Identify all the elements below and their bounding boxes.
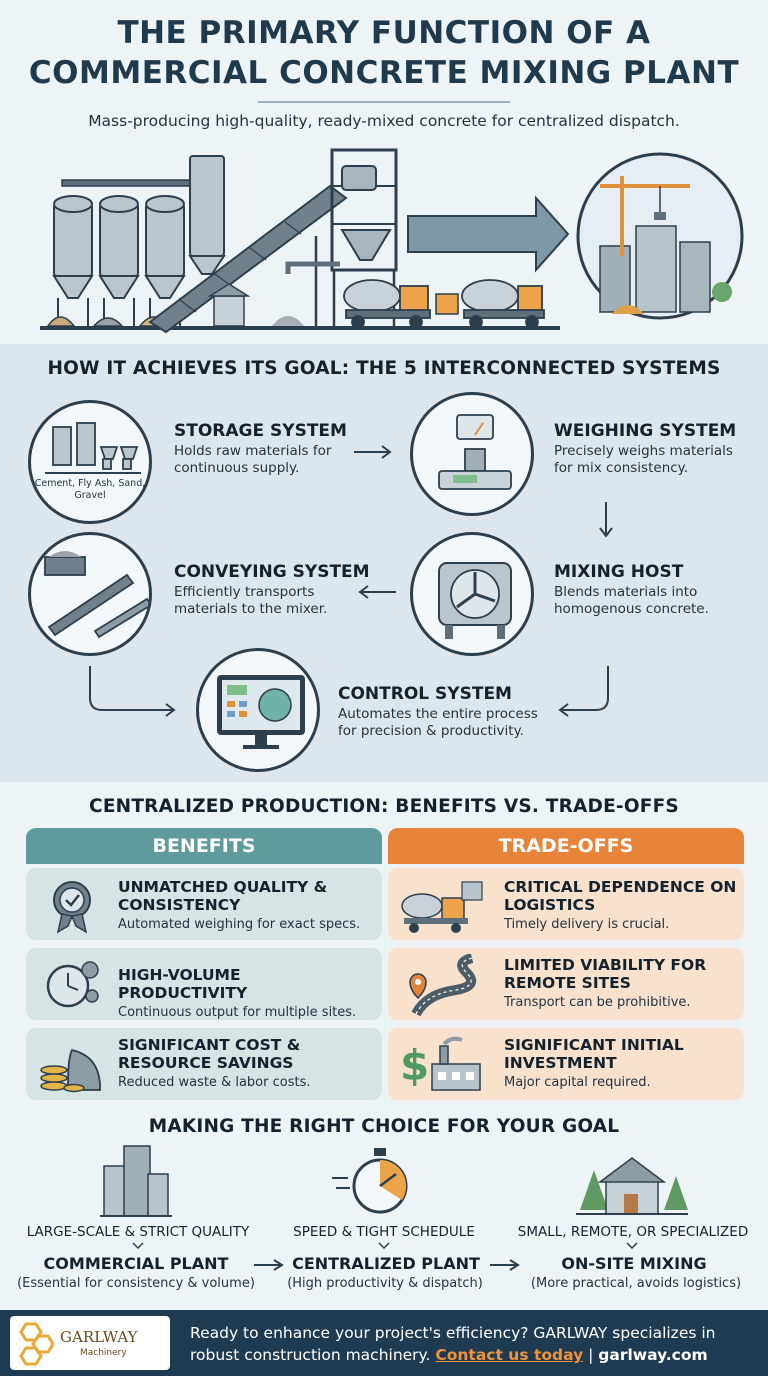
connector-arrow-icon	[89, 666, 176, 717]
skyscraper-icon	[100, 1145, 172, 1217]
benefit-desc: Automated weighing for exact specs.	[118, 917, 361, 932]
benefit-card: SIGNIFICANT COST & RESOURCE SAVINGS Redu…	[26, 1028, 382, 1100]
tradeoff-card: $ SIGNIFICANT INITIAL INVESTMENT Major c…	[388, 1028, 744, 1100]
mixing-host-desc: Blends materials into homogenous concret…	[554, 584, 709, 617]
storage-system-title: STORAGE SYSTEM	[174, 421, 347, 441]
tradeoff-title: LIMITED VIABILITY FOR REMOTE SITES	[504, 956, 707, 992]
monitor-icon	[217, 675, 305, 749]
tradeoff-desc: Major capital required.	[504, 1075, 651, 1090]
footer-separator: |	[583, 1346, 599, 1364]
choice-title: ON-SITE MIXING	[561, 1254, 707, 1273]
comparison-heading: CENTRALIZED PRODUCTION: BENEFITS VS. TRA…	[89, 796, 679, 817]
website-link[interactable]: garlway.com	[598, 1346, 708, 1364]
mixer-truck-icon	[343, 279, 431, 329]
choice-title: CENTRALIZED PLANT	[292, 1254, 480, 1273]
choice-subtitle: (High productivity & dispatch)	[287, 1276, 483, 1291]
chevron-down-icon	[378, 1242, 390, 1250]
chevron-down-icon	[132, 1242, 144, 1250]
benefits-header: BENEFITS	[26, 828, 382, 864]
benefit-title: UNMATCHED QUALITY & CONSISTENCY	[118, 878, 328, 914]
weighing-system-circle	[410, 392, 534, 516]
arrow-left-icon	[358, 585, 396, 599]
rural-house-icon	[576, 1157, 688, 1215]
benefit-title: HIGH-VOLUME PRODUCTIVITY	[118, 966, 248, 1002]
storage-system-circle	[28, 400, 152, 524]
choice-subtitle: (Essential for consistency & volume)	[17, 1276, 255, 1291]
footer: GARLWAY Machinery Ready to enhance your …	[0, 1310, 768, 1376]
arrow-right-icon	[254, 1259, 284, 1271]
arrow-down-icon	[599, 502, 613, 538]
brand-name: GARLWAY	[60, 1328, 138, 1346]
tradeoff-card: CRITICAL DEPENDENCE ON LOGISTICS Timely …	[388, 868, 744, 940]
hexagon-logo-icon	[19, 1322, 54, 1366]
page-subtitle: Mass-producing high-quality, ready-mixed…	[88, 112, 680, 130]
tradeoff-card: LIMITED VIABILITY FOR REMOTE SITES Trans…	[388, 948, 744, 1020]
benefit-title: SIGNIFICANT COST & RESOURCE SAVINGS	[118, 1036, 301, 1072]
weighing-system-title: WEIGHING SYSTEM	[554, 421, 737, 441]
plant-illustration	[40, 148, 744, 334]
page-title-line2: COMMERCIAL CONCRETE MIXING PLANT	[28, 55, 740, 91]
tradeoff-desc: Transport can be prohibitive.	[504, 995, 691, 1010]
choice-label: LARGE-SCALE & STRICT QUALITY	[26, 1224, 250, 1240]
control-system-desc: Automates the entire process for precisi…	[338, 706, 538, 739]
mixing-host-circle	[410, 532, 534, 656]
quality-badge-icon	[53, 881, 91, 934]
benefit-card: UNMATCHED QUALITY & CONSISTENCY Automate…	[26, 868, 382, 940]
connector-arrow-icon	[558, 666, 609, 717]
choice-title: COMMERCIAL PLANT	[43, 1254, 229, 1273]
stopwatch-icon	[332, 1148, 408, 1214]
brand-subname: Machinery	[80, 1348, 127, 1358]
footer-message: Ready to enhance your project's efficien…	[190, 1324, 716, 1364]
weighing-system-desc: Precisely weighs materials for mix consi…	[554, 443, 733, 476]
conveying-system-title: CONVEYING SYSTEM	[174, 562, 370, 582]
benefit-card: HIGH-VOLUME PRODUCTIVITY Continuous outp…	[26, 948, 382, 1020]
conveyor-icon	[44, 551, 149, 639]
truck-icon	[401, 881, 483, 933]
construction-site-icon	[576, 152, 744, 320]
tradeoff-title: SIGNIFICANT INITIAL INVESTMENT	[504, 1036, 684, 1072]
arrow-right-icon	[354, 445, 392, 459]
systems-heading: HOW IT ACHIEVES ITS GOAL: THE 5 INTERCON…	[47, 358, 721, 379]
benefit-desc: Reduced waste & labor costs.	[118, 1075, 311, 1090]
dispatch-arrow-icon	[407, 195, 570, 273]
brand-logo: GARLWAY Machinery	[10, 1316, 170, 1370]
scale-icon	[438, 414, 512, 490]
mixer-truck-icon	[461, 279, 545, 329]
control-system-title: CONTROL SYSTEM	[338, 684, 512, 704]
svg-text:$: $	[400, 1041, 429, 1090]
storage-system-desc: Holds raw materials for continuous suppl…	[174, 443, 332, 476]
chevron-down-icon	[626, 1242, 638, 1250]
tradeoffs-header: TRADE-OFFS	[388, 828, 744, 864]
choice-heading: MAKING THE RIGHT CHOICE FOR YOUR GOAL	[148, 1116, 620, 1137]
money-bag-icon	[40, 1048, 101, 1093]
silo-icon	[45, 422, 141, 474]
mixer-icon	[438, 562, 512, 639]
title-divider	[258, 101, 510, 103]
contact-link[interactable]: Contact us today	[435, 1346, 584, 1364]
control-system-circle	[196, 648, 320, 772]
road-pin-icon	[409, 954, 477, 1016]
tradeoff-desc: Timely delivery is crucial.	[504, 917, 670, 932]
benefit-desc: Continuous output for multiple sites.	[118, 1005, 357, 1020]
choice-label: SPEED & TIGHT SCHEDULE	[293, 1224, 475, 1240]
conveying-system-desc: Efficiently transports materials to the …	[174, 584, 328, 617]
arrow-right-icon	[490, 1259, 520, 1271]
storage-materials-label: Cement, Fly Ash, Sand, Gravel	[34, 478, 146, 501]
clock-gear-icon	[46, 961, 99, 1008]
page-title-line1: THE PRIMARY FUNCTION OF A	[117, 15, 651, 51]
footer-text: Ready to enhance your project's efficien…	[190, 1322, 760, 1366]
silo-icon	[52, 195, 186, 299]
tradeoff-title: CRITICAL DEPENDENCE ON LOGISTICS	[504, 878, 737, 914]
choice-subtitle: (More practical, avoids logistics)	[530, 1276, 742, 1291]
choice-label: SMALL, REMOTE, OR SPECIALIZED	[517, 1224, 749, 1240]
conveying-system-circle	[28, 532, 152, 656]
mixing-host-title: MIXING HOST	[554, 562, 684, 582]
dollar-factory-icon: $	[400, 1036, 481, 1091]
